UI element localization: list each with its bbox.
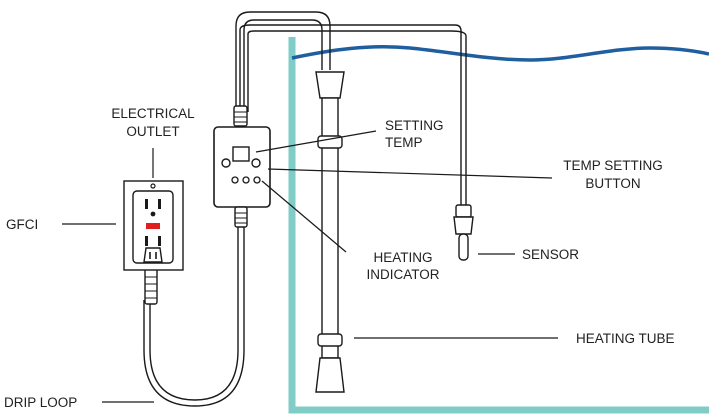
label-temp-setting-button-line2: BUTTON xyxy=(585,176,640,191)
plate-screw xyxy=(150,183,156,189)
heating-tube-cap-top xyxy=(315,71,345,99)
label-heating-indicator-line2: INDICATOR xyxy=(366,267,439,282)
gfci-indicator-led xyxy=(146,223,160,229)
heating-indicator-light xyxy=(231,176,239,184)
outlet-slot xyxy=(145,236,148,246)
indicator-light-2 xyxy=(242,176,250,184)
label-setting-temp-line1: SETTING xyxy=(385,118,444,133)
water-surface xyxy=(291,45,709,62)
temperature-sensor xyxy=(453,204,474,261)
controller-to-tube-cable xyxy=(235,11,331,112)
label-heating-indicator-line1: HEATING xyxy=(373,250,432,265)
label-heating-tube: HEATING TUBE xyxy=(576,331,675,346)
temp-setting-button-right[interactable] xyxy=(251,158,261,168)
leader-lines xyxy=(62,130,558,403)
controller-box xyxy=(213,126,271,208)
tank-wall xyxy=(288,37,709,414)
heating-tube-cap-bottom xyxy=(315,357,345,393)
outlet-slot xyxy=(158,236,161,246)
label-drip-loop: DRIP LOOP xyxy=(4,395,77,410)
power-plug xyxy=(143,247,163,263)
label-temp-setting-button-line1: TEMP SETTING xyxy=(563,158,663,173)
power-cord-drip-loop xyxy=(143,227,245,407)
label-sensor: SENSOR xyxy=(522,247,579,262)
sensor-cable xyxy=(239,24,467,205)
outlet-slot xyxy=(145,199,148,209)
heating-tube-clip-lower xyxy=(317,333,343,347)
leader-setting-temp xyxy=(255,130,377,153)
temperature-display xyxy=(232,146,250,162)
outlet-slot xyxy=(158,199,161,209)
outlet-ground xyxy=(150,211,156,217)
indicator-light-3 xyxy=(253,176,261,184)
leader-heating-indicator xyxy=(261,180,347,253)
label-gfci: GFCI xyxy=(6,217,38,232)
label-setting-temp-line2: TEMP xyxy=(385,135,423,150)
heating-tube xyxy=(315,71,345,393)
leader-temp-setting-button xyxy=(267,168,553,179)
label-electrical-outlet-line1: ELECTRICAL xyxy=(111,106,195,121)
label-electrical-outlet-line2: OUTLET xyxy=(126,124,179,139)
cable-strain-relief-top xyxy=(233,105,248,127)
temp-setting-button-left[interactable] xyxy=(221,158,231,168)
heating-tube-clip-upper xyxy=(317,135,343,149)
cable-strain-relief-bottom xyxy=(234,206,248,228)
